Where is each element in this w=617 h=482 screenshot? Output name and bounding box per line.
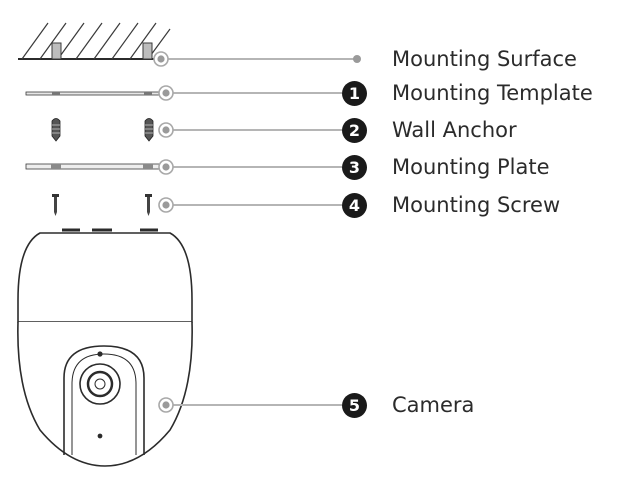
label-mounting-template: Mounting Template — [392, 81, 593, 105]
label-wall-anchor: Wall Anchor — [392, 118, 517, 142]
leader-lines — [161, 58, 357, 406]
badge-2: 2 — [342, 118, 367, 143]
mounting-surface-drawing — [18, 22, 171, 60]
badge-4: 4 — [342, 193, 367, 218]
surface-end-dot — [353, 55, 361, 63]
label-mounting-surface: Mounting Surface — [392, 47, 577, 71]
label-mounting-plate: Mounting Plate — [392, 155, 550, 179]
mounting-plate-drawing — [25, 163, 171, 170]
wall-anchor-drawing — [51, 118, 154, 142]
label-mounting-screw: Mounting Screw — [392, 193, 561, 217]
label-camera: Camera — [392, 393, 475, 417]
mounting-template-drawing — [25, 91, 171, 96]
badge-5: 5 — [342, 393, 367, 418]
mounting-screw-drawing — [52, 194, 152, 216]
camera-drawing — [17, 228, 193, 467]
leader-markers — [153, 51, 361, 413]
badge-1: 1 — [342, 81, 367, 106]
badge-3: 3 — [342, 155, 367, 180]
